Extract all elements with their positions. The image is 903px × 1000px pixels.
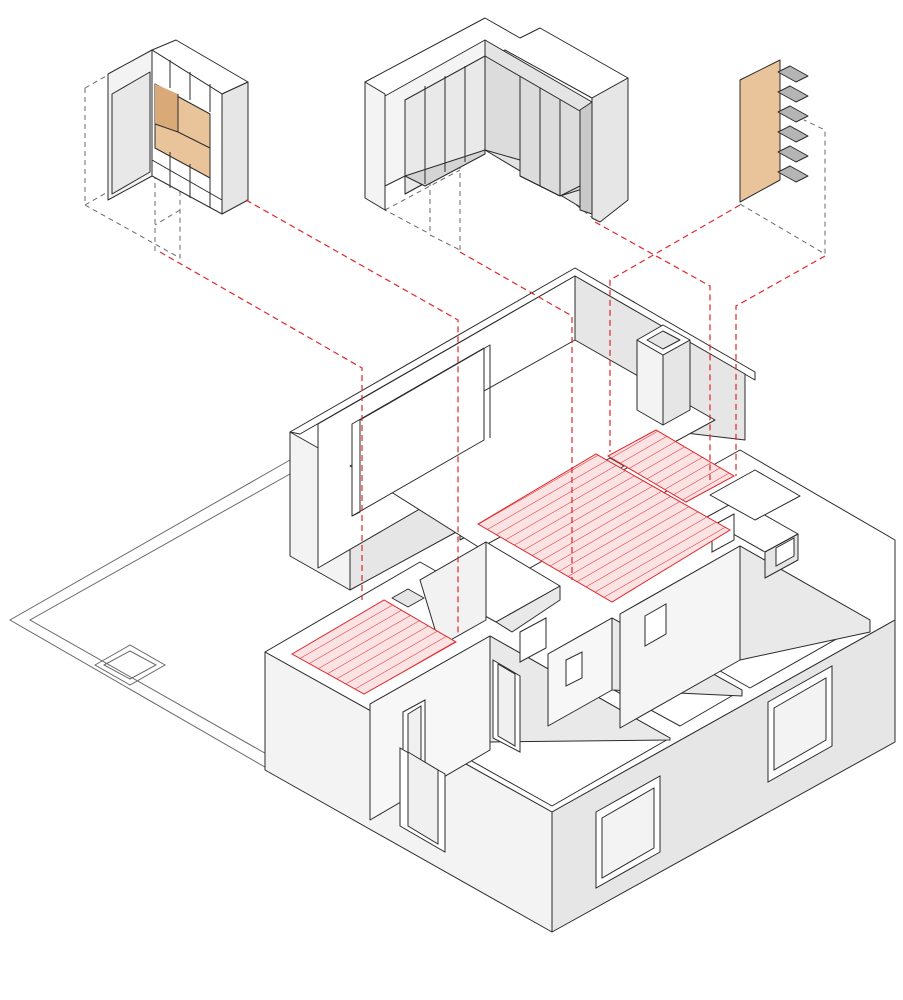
upper-wing-top	[289, 267, 756, 435]
metal-shelves	[777, 65, 809, 183]
plywood-shelf-panel	[739, 59, 826, 255]
leader-cabinet	[245, 199, 459, 636]
storage-cabinet-module	[84, 39, 249, 259]
upper-floor	[349, 339, 716, 549]
leader-shelf	[609, 204, 741, 452]
wardrobe-frame-right	[591, 77, 629, 223]
room-small-mid-wall	[495, 585, 561, 633]
leader-wardrobe	[594, 221, 711, 480]
room-right-side-wall	[739, 545, 871, 661]
room-small-left-wall	[419, 541, 487, 647]
leader-cabinet-2	[159, 251, 363, 600]
terrace-outline	[8, 459, 291, 771]
wardrobe-frame-left	[364, 81, 386, 211]
leader-wardrobe-2	[459, 251, 573, 580]
east-inner-wall	[709, 469, 801, 521]
plywood-panel	[739, 59, 781, 203]
chimney-hole	[646, 330, 681, 350]
hatched-zones	[290, 429, 736, 695]
leader-lines	[159, 199, 826, 636]
exterior-windows	[399, 665, 833, 889]
leader-shelf-2	[735, 255, 826, 476]
shaft-left	[391, 588, 425, 608]
corner-wardrobe-module	[364, 17, 629, 251]
building	[264, 267, 896, 933]
cabinet-side	[221, 81, 249, 215]
